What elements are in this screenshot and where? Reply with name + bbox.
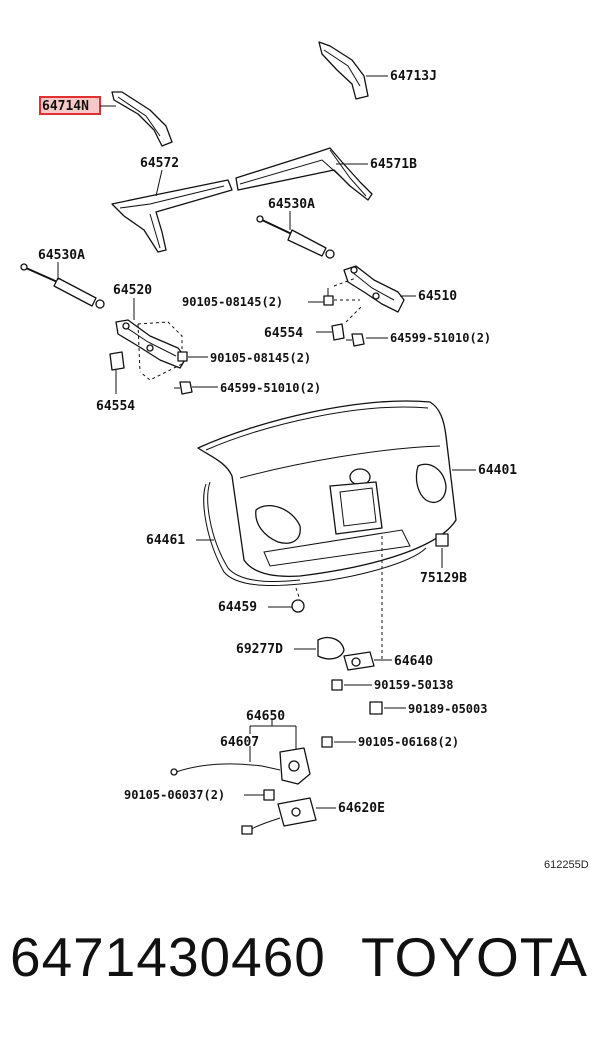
part-64530A-strut-left (20, 263, 105, 309)
part-64714N-shape (111, 91, 173, 147)
callout-90105-08145-b[interactable]: 90105-08145(2) (210, 351, 311, 365)
callout-64620E[interactable]: 64620E (338, 801, 385, 816)
diagram-code: 612255D (544, 859, 589, 871)
callout-64650[interactable]: 64650 (246, 709, 285, 724)
part-64520-hinge (115, 319, 187, 369)
part-64459 (291, 599, 305, 613)
callout-64554-2[interactable]: 64554 (96, 399, 135, 414)
callout-64607[interactable]: 64607 (220, 735, 259, 750)
callout-90159-50138[interactable]: 90159-50138 (374, 678, 453, 692)
bolt-90105-06168 (321, 736, 333, 748)
callout-64571B[interactable]: 64571B (370, 157, 417, 172)
part-64461-seal (203, 481, 427, 586)
parts-diagram: 64713J 64714N 64572 64571B 64530A 64530A (20, 41, 589, 871)
callout-64510[interactable]: 64510 (418, 289, 457, 304)
part-64571B-shape (235, 147, 373, 201)
callout-64461[interactable]: 64461 (146, 533, 185, 548)
part-number: 6471430460 (10, 926, 326, 988)
brand-name: TOYOTA (360, 926, 588, 988)
part-64554-left (109, 351, 125, 371)
callout-64520[interactable]: 64520 (113, 283, 152, 298)
part-64607-cable (170, 763, 281, 776)
part-64530A-strut-right (256, 215, 335, 259)
callout-64530A-1[interactable]: 64530A (268, 197, 315, 212)
footer: 6471430460 TOYOTA (0, 925, 600, 1015)
callout-64572[interactable]: 64572 (140, 156, 179, 171)
bolt-90105-08145-upper (323, 288, 334, 306)
part-90189-05003 (369, 701, 383, 715)
callout-69277D[interactable]: 69277D (236, 642, 283, 657)
part-64510-hinge (343, 265, 405, 313)
bolt-90105-08145-lower (177, 351, 188, 362)
callout-90105-06037[interactable]: 90105-06037(2) (124, 788, 225, 802)
part-69277D (317, 636, 345, 660)
callout-64640[interactable]: 64640 (394, 654, 433, 669)
callout-64401[interactable]: 64401 (478, 463, 517, 478)
part-64640 (343, 651, 375, 671)
callout-64599-51010-b[interactable]: 64599-51010(2) (220, 381, 321, 395)
callout-64599-51010-a[interactable]: 64599-51010(2) (390, 331, 491, 345)
callout-64530A-2[interactable]: 64530A (38, 248, 85, 263)
part-64572-shape (111, 179, 233, 253)
callout-64713J[interactable]: 64713J (390, 69, 437, 84)
part-64620E (241, 797, 317, 835)
callout-64714N[interactable]: 64714N (42, 99, 89, 114)
part-64401-trunk-lid (197, 400, 457, 578)
callout-64554-1[interactable]: 64554 (264, 326, 303, 341)
callout-90105-08145-a[interactable]: 90105-08145(2) (182, 295, 283, 309)
part-64650-lock (279, 747, 311, 785)
callout-90189-05003[interactable]: 90189-05003 (408, 702, 487, 716)
callout-75129B[interactable]: 75129B (420, 571, 467, 586)
callout-90105-06168[interactable]: 90105-06168(2) (358, 735, 459, 749)
part-90159-50138 (331, 679, 343, 691)
part-64554-right (331, 323, 345, 341)
screw-64599-51010-upper (346, 333, 365, 347)
bolt-90105-06037 (263, 789, 275, 801)
part-64713J-shape (318, 41, 369, 100)
screw-64599-51010-lower (174, 381, 193, 395)
part-75129B (435, 533, 449, 547)
callout-64459[interactable]: 64459 (218, 600, 257, 615)
